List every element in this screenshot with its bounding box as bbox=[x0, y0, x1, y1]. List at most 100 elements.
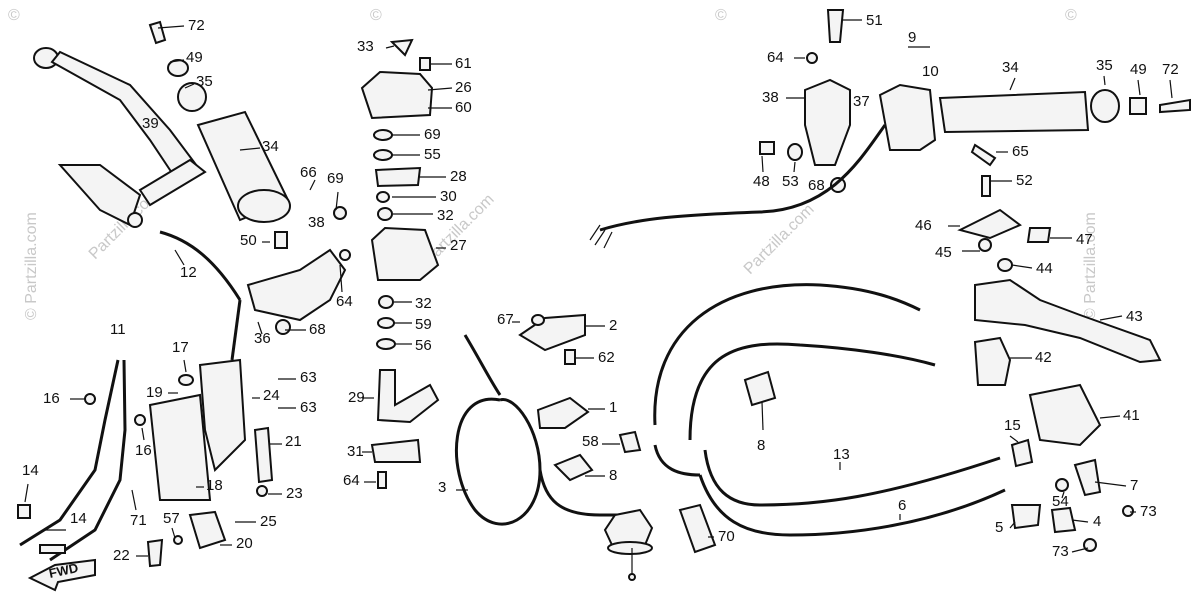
callout-label: 68 bbox=[309, 321, 326, 338]
callout-label: 34 bbox=[1002, 59, 1019, 76]
watermark-corner: © bbox=[715, 7, 727, 24]
callout-label: 30 bbox=[440, 188, 457, 205]
callout-label: 66 bbox=[300, 164, 317, 181]
callout-label: 69 bbox=[424, 126, 441, 143]
callout-label: 3 bbox=[438, 479, 446, 496]
right-throttle-assembly bbox=[759, 9, 1191, 193]
callout-label: 52 bbox=[1016, 172, 1033, 189]
callout-label: 39 bbox=[142, 115, 159, 132]
callout-label: 63 bbox=[300, 369, 317, 386]
callout-label: 16 bbox=[135, 442, 152, 459]
callout-leader bbox=[157, 25, 185, 29]
callout-label: 34 bbox=[262, 138, 279, 155]
callout-leader bbox=[1099, 315, 1123, 321]
callout-leader bbox=[335, 191, 339, 211]
callout-leader bbox=[171, 527, 176, 539]
callout-label: 13 bbox=[833, 446, 850, 463]
callout-label: 25 bbox=[260, 513, 277, 530]
callout-leader bbox=[1071, 547, 1089, 553]
callout-label: 49 bbox=[1130, 61, 1147, 78]
callout-leader bbox=[1094, 481, 1127, 487]
callout-leader bbox=[761, 155, 764, 173]
right-brake-assembly bbox=[957, 175, 1162, 468]
callout-label: 47 bbox=[1076, 231, 1093, 248]
callout-leader bbox=[131, 489, 137, 511]
callout-label: 26 bbox=[455, 79, 472, 96]
watermark-corner: © bbox=[8, 7, 20, 24]
callout-leader bbox=[1137, 79, 1141, 96]
callout-leader bbox=[24, 483, 29, 503]
callout-label: 54 bbox=[1052, 493, 1069, 510]
callout-label: 4 bbox=[1093, 513, 1101, 530]
callout-label: 62 bbox=[598, 349, 615, 366]
callout-label: 12 bbox=[180, 264, 197, 281]
callout-label: 36 bbox=[254, 330, 271, 347]
callout-label: 63 bbox=[300, 399, 317, 416]
callout-label: 35 bbox=[196, 73, 213, 90]
callout-label: 5 bbox=[995, 519, 1003, 536]
callout-label: 61 bbox=[455, 55, 472, 72]
callout-leader bbox=[239, 147, 261, 151]
callout-label: 46 bbox=[915, 217, 932, 234]
left-lower-assembly bbox=[17, 358, 274, 568]
watermark-corner: © bbox=[370, 7, 382, 24]
callout-label: 64 bbox=[767, 49, 784, 66]
callout-label: 67 bbox=[497, 311, 514, 328]
callout-label: 37 bbox=[853, 93, 870, 110]
callout-label: 57 bbox=[163, 510, 180, 527]
callout-label: 29 bbox=[348, 389, 365, 406]
callout-label: 1 bbox=[609, 399, 617, 416]
callout-label: 56 bbox=[415, 337, 432, 354]
callout-leader bbox=[793, 161, 796, 173]
callout-label: 9 bbox=[908, 29, 916, 46]
callout-label: 41 bbox=[1123, 407, 1140, 424]
callout-label: 11 bbox=[110, 321, 126, 338]
callout-leader bbox=[1009, 435, 1019, 443]
callout-leader bbox=[1071, 519, 1089, 523]
callout-label: 51 bbox=[866, 12, 883, 29]
callout-leader bbox=[1061, 491, 1065, 499]
callout-leader bbox=[339, 264, 343, 293]
callout-label: 28 bbox=[450, 168, 467, 185]
callout-leader bbox=[1009, 77, 1016, 91]
callout-label: 8 bbox=[609, 467, 617, 484]
callout-label: 24 bbox=[263, 387, 280, 404]
callout-leader bbox=[184, 83, 195, 89]
callout-label: 32 bbox=[437, 207, 454, 224]
watermark-side: © Partzilla.com bbox=[23, 212, 40, 320]
callout-label: 21 bbox=[285, 433, 302, 450]
callout-leader bbox=[385, 45, 395, 49]
callout-label: 42 bbox=[1035, 349, 1052, 366]
right-small-parts bbox=[1010, 458, 1134, 552]
callout-leader bbox=[141, 427, 145, 441]
callout-leader bbox=[1009, 521, 1016, 529]
callout-label: 8 bbox=[757, 437, 765, 454]
callout-leader bbox=[427, 87, 453, 91]
cable-3 bbox=[455, 334, 654, 581]
callout-label: 32 bbox=[415, 295, 432, 312]
callout-label: 48 bbox=[753, 173, 770, 190]
callout-label: 59 bbox=[415, 316, 432, 333]
callout-leader bbox=[169, 59, 185, 63]
callout-label: 53 bbox=[782, 173, 799, 190]
callout-label: 17 bbox=[172, 339, 189, 356]
callout-label: 18 bbox=[206, 477, 223, 494]
callout-label: 45 bbox=[935, 244, 952, 261]
callout-leader bbox=[1099, 415, 1121, 419]
watermark-side: © Partzilla.com bbox=[1082, 212, 1099, 320]
callout-label: 69 bbox=[327, 170, 344, 187]
callout-label: 58 bbox=[582, 433, 599, 450]
callout-label: 15 bbox=[1004, 417, 1021, 434]
callout-label: 16 bbox=[43, 390, 60, 407]
callout-label: 23 bbox=[286, 485, 303, 502]
callout-label: 73 bbox=[1052, 543, 1069, 560]
callout-label: 49 bbox=[186, 49, 203, 66]
callout-label: 64 bbox=[343, 472, 360, 489]
callout-label: 38 bbox=[762, 89, 779, 106]
callout-label: 73 bbox=[1140, 503, 1157, 520]
callout-label: 31 bbox=[347, 443, 364, 460]
callout-leader bbox=[1169, 79, 1173, 99]
callout-label: 70 bbox=[718, 528, 735, 545]
clamps-center bbox=[518, 313, 717, 554]
